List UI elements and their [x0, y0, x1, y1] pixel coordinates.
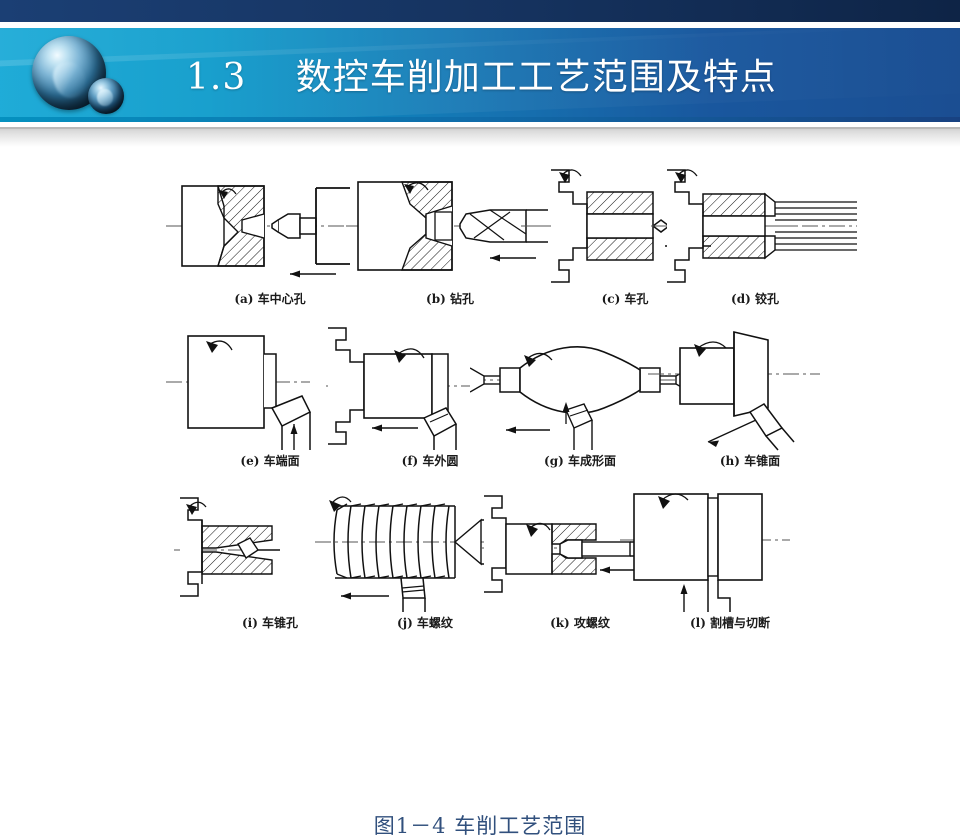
figure-caption-f: (f) 车外圆: [401, 454, 459, 468]
figure-cell-e: (e) 车端面: [160, 324, 380, 484]
figure-cell-a: (a) 车中心孔: [160, 162, 380, 322]
header-under-rule: [0, 127, 960, 129]
sphere-small-icon: [88, 78, 124, 114]
figure-cell-l: (l) 割槽与切断: [620, 486, 840, 646]
figure-cell-b: (b) 钻孔: [340, 162, 560, 322]
reaming-diagram: [645, 162, 865, 290]
figure-row-3: (i) 车锥孔: [0, 486, 960, 646]
figure-caption-c: (c) 车孔: [601, 292, 649, 306]
taper-turning-diagram: [640, 324, 860, 452]
figure-caption-b: (b) 钻孔: [426, 292, 474, 306]
header-bottom-accent: [0, 117, 960, 122]
figure-caption-e: (e) 车端面: [240, 454, 300, 468]
figure-caption-d: (d) 铰孔: [731, 292, 779, 306]
figure-caption-k: (k) 攻螺纹: [550, 616, 610, 630]
sphere-logo-icon: [26, 34, 146, 116]
turning-od-diagram: [320, 324, 540, 452]
grooving-cutoff-diagram: [620, 486, 840, 614]
figure-row-2: (e) 车端面: [0, 324, 960, 484]
facing-diagram: [160, 324, 380, 452]
figure-title: 图1－4 车削工艺范围: [373, 814, 587, 838]
header-band: [0, 28, 960, 122]
figure-caption-i: (i) 车锥孔: [241, 616, 299, 630]
figure-cell-i: (i) 车锥孔: [160, 486, 380, 646]
figure-caption-j: (j) 车螺纹: [397, 616, 453, 630]
figure-caption-h: (h) 车锥面: [719, 454, 781, 468]
figure-caption-l: (l) 割槽与切断: [689, 616, 771, 630]
drilling-diagram: [340, 162, 560, 290]
figure-cell-f: (f) 车外圆: [320, 324, 540, 484]
figure-row-1: (a) 车中心孔: [0, 162, 960, 322]
header-under-strip: [0, 127, 960, 147]
figure-cell-h: (h) 车锥面: [640, 324, 860, 484]
page-title: 1.3 数控车削加工工艺范围及特点: [186, 57, 777, 98]
center-drilling-diagram: [160, 162, 380, 290]
figure-caption-g: (g) 车成形面: [544, 454, 616, 468]
figure-cell-d: (d) 铰孔: [645, 162, 865, 322]
figure-caption-a: (a) 车中心孔: [234, 292, 306, 306]
slide: 1.3 数控车削加工工艺范围及特点: [0, 0, 960, 720]
taper-boring-diagram: [160, 486, 380, 614]
figure-area: (a) 车中心孔: [0, 152, 960, 838]
top-navy-strip: [0, 0, 960, 22]
